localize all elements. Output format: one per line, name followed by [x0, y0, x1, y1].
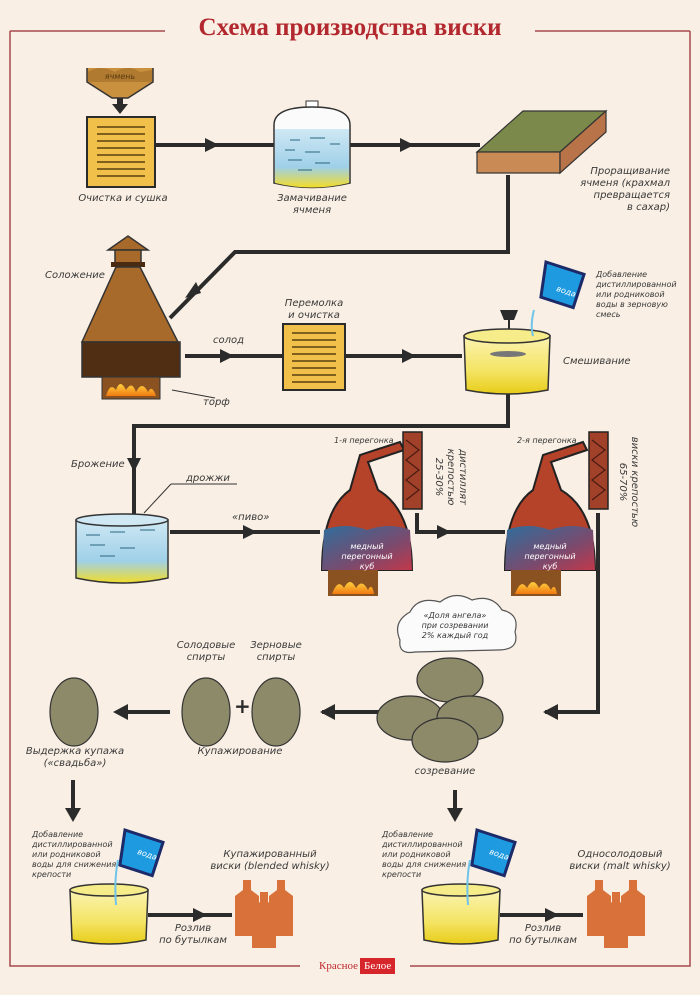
blending-label: Купажирование	[197, 746, 283, 757]
dilution-vessel-malt-icon	[421, 859, 501, 945]
flow-mash-to-ferment	[132, 390, 510, 520]
water-jug-malt-icon	[470, 828, 517, 878]
grain-spirits-barrel-icon	[251, 677, 301, 747]
steeping-label: Замачивание ячменя	[277, 193, 347, 216]
copper-still-1-icon	[320, 431, 423, 596]
malt-spirits-label: Солодовые спирты	[176, 640, 236, 663]
arrow-right-icon	[437, 525, 451, 539]
plus-sign: +	[234, 694, 251, 718]
marrying-label: Выдержка купажа («свадьба»)	[25, 746, 125, 769]
arrow-right-icon	[205, 138, 219, 152]
arrow-heads	[65, 138, 559, 922]
flow-germ-to-kiln	[168, 175, 510, 320]
malting-label: Соложение	[45, 270, 105, 281]
first-distillation-label: 1-я перегонка	[334, 436, 394, 445]
logo-part-2: Белое	[360, 958, 396, 974]
arrow-down-icon	[447, 808, 463, 822]
germination-bed-icon	[475, 109, 608, 175]
arrow-right-icon	[243, 525, 257, 539]
malt-spirits-barrel-icon	[181, 677, 231, 747]
page-frame	[9, 30, 691, 967]
maturation-label: созревание	[414, 766, 476, 777]
flow-still1-to-still2	[415, 513, 505, 534]
arrow-left-icon	[543, 704, 558, 720]
water-add-mash-label: Добавление дистиллированной или родников…	[596, 270, 677, 319]
water-add-dilute-blended-label: Добавление дистиллированной или родников…	[32, 830, 117, 879]
malt-label: солод	[213, 335, 245, 346]
copper-still-2-icon	[503, 431, 609, 596]
maturation-barrels-icon	[376, 657, 504, 763]
barley-label: ячмень	[104, 72, 136, 81]
milling-box	[282, 323, 346, 391]
cleaning-drying-box	[86, 116, 156, 188]
yeast-label: дрожжи	[186, 473, 230, 484]
angels-share-label: «Доля ангела» при созревании 2% каждый г…	[421, 611, 489, 640]
second-distillation-label: 2-я перегонка	[517, 436, 577, 445]
fermentation-label: Брожение	[71, 459, 125, 470]
page-title-text: Схема производства виски	[192, 14, 508, 41]
angels-share-cloud-icon	[397, 594, 517, 654]
barley-hopper-icon	[86, 68, 154, 114]
cleaning-drying-label: Очистка и сушка	[78, 193, 168, 204]
arrow-right-icon	[220, 349, 234, 363]
arrow-down-icon	[127, 458, 141, 472]
dilution-vessel-blended-icon	[69, 859, 149, 945]
mash-tun-icon	[463, 309, 551, 395]
milling-label: Перемолка и очистка	[284, 298, 344, 321]
water-add-dilute-malt-label: Добавление дистиллированной или родников…	[382, 830, 467, 879]
brand-logo: Красное Белое	[317, 957, 396, 975]
flow-still2-to-casks	[545, 513, 600, 714]
water-jug-blended-icon	[118, 828, 165, 878]
bottling-malt-label: Розлив по бутылкам	[509, 923, 577, 946]
marrying-barrel-icon	[49, 677, 99, 747]
fermentation-vessel-icon	[75, 483, 237, 584]
mashing-label: Смешивание	[563, 356, 631, 367]
arrow-right-icon	[400, 138, 414, 152]
arrow-left-icon	[320, 704, 335, 720]
germination-label: Проращивание ячменя (крахмал превращаетс…	[580, 166, 670, 213]
arrow-right-icon	[402, 349, 416, 363]
malt-whisky-label: Односолодовый виски (malt whisky)	[569, 849, 671, 872]
arrow-right-icon	[545, 908, 559, 922]
steeping-tank-icon	[273, 100, 351, 189]
whisky-strength-label: виски крепостью 65-70%	[617, 436, 640, 528]
arrow-right-icon	[193, 908, 207, 922]
peat-label: торф	[203, 397, 230, 408]
blended-bottles-icon	[235, 880, 293, 948]
blended-whisky-label: Купажированный виски (blended whisky)	[210, 849, 330, 872]
still-1-label: медный перегонный куб	[341, 542, 393, 571]
arrow-down-icon	[65, 808, 81, 822]
logo-part-1: Красное	[319, 960, 359, 972]
still-2-label: медный перегонный куб	[524, 542, 576, 571]
beer-label: «пиво»	[232, 512, 270, 523]
malt-bottles-icon	[587, 880, 645, 948]
malting-kiln-icon	[80, 235, 216, 400]
water-jug-icon	[539, 260, 586, 310]
arrow-down-left-icon	[185, 282, 201, 298]
arrow-left-icon	[113, 704, 128, 720]
grain-spirits-label: Зерновые спирты	[250, 640, 302, 663]
bottling-blended-label: Розлив по бутылкам	[159, 923, 227, 946]
page-title: Схема производства виски	[0, 14, 700, 42]
distillate-strength-label: дистиллят крепостью 25-30%	[433, 448, 468, 506]
